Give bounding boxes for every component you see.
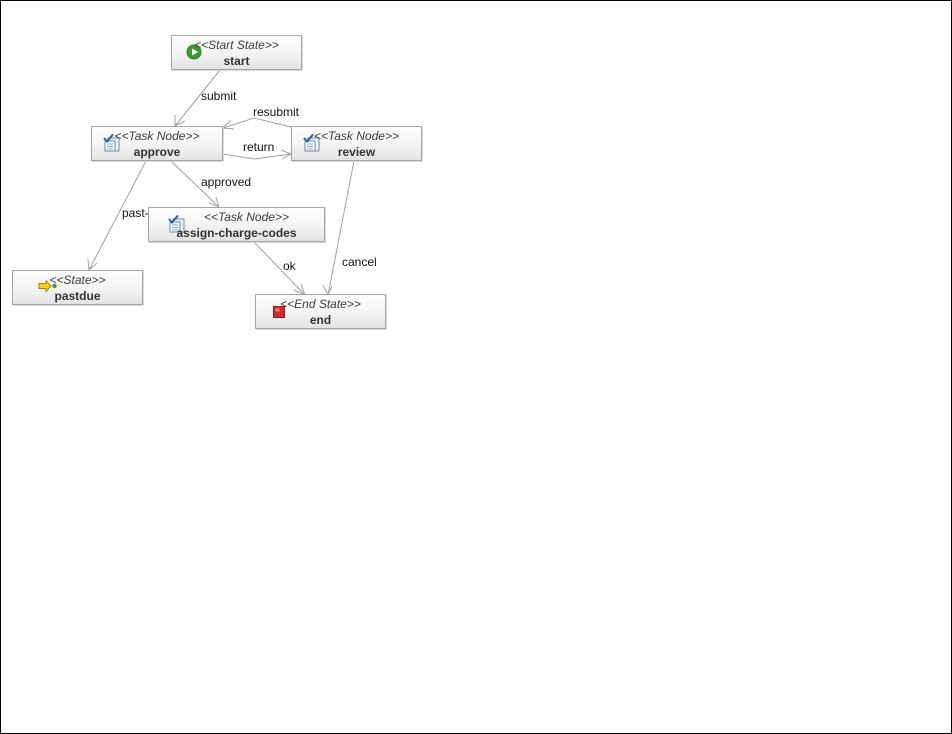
edge-label-resubmit: resubmit xyxy=(253,105,300,119)
state-arrow-icon xyxy=(38,279,58,298)
task-node-icon xyxy=(303,133,321,157)
node-pastdue[interactable]: <<State>> pastdue xyxy=(12,270,143,305)
node-stereotype: <<Start State>> xyxy=(194,38,279,52)
edge-cancel[interactable] xyxy=(322,160,355,297)
node-name: start xyxy=(223,54,250,68)
node-stereotype: <<End State>> xyxy=(280,297,361,311)
node-stereotype: <<State>> xyxy=(49,273,106,287)
play-icon xyxy=(186,44,202,65)
task-node-icon xyxy=(168,214,186,238)
edge-label-return: return xyxy=(243,140,275,154)
node-name: review xyxy=(337,145,376,159)
edge-label-submit: submit xyxy=(201,89,237,103)
node-name: pastdue xyxy=(54,289,101,303)
node-name: assign-charge-codes xyxy=(176,226,297,240)
stop-icon xyxy=(272,305,286,324)
node-approve[interactable]: <<Task Node>> approve xyxy=(91,126,223,161)
task-node-icon xyxy=(103,133,121,157)
node-stereotype: <<Task Node>> xyxy=(204,210,289,224)
edge-label-cancel: cancel xyxy=(342,255,377,269)
node-start[interactable]: <<Start State>> start xyxy=(171,35,302,70)
node-review[interactable]: <<Task Node>> review xyxy=(291,126,422,161)
node-name: end xyxy=(309,313,332,327)
node-stereotype: <<Task Node>> xyxy=(114,129,200,143)
node-assign-charge-codes[interactable]: <<Task Node>> assign-charge-codes xyxy=(148,207,325,242)
edge-label-ok: ok xyxy=(283,259,296,273)
edge-label-approved: approved xyxy=(201,175,252,189)
node-stereotype: <<Task Node>> xyxy=(314,129,399,143)
node-end[interactable]: <<End State>> end xyxy=(255,294,386,329)
edge-ok[interactable] xyxy=(253,241,306,296)
edge-resubmit[interactable] xyxy=(221,117,292,130)
node-name: approve xyxy=(133,145,181,159)
